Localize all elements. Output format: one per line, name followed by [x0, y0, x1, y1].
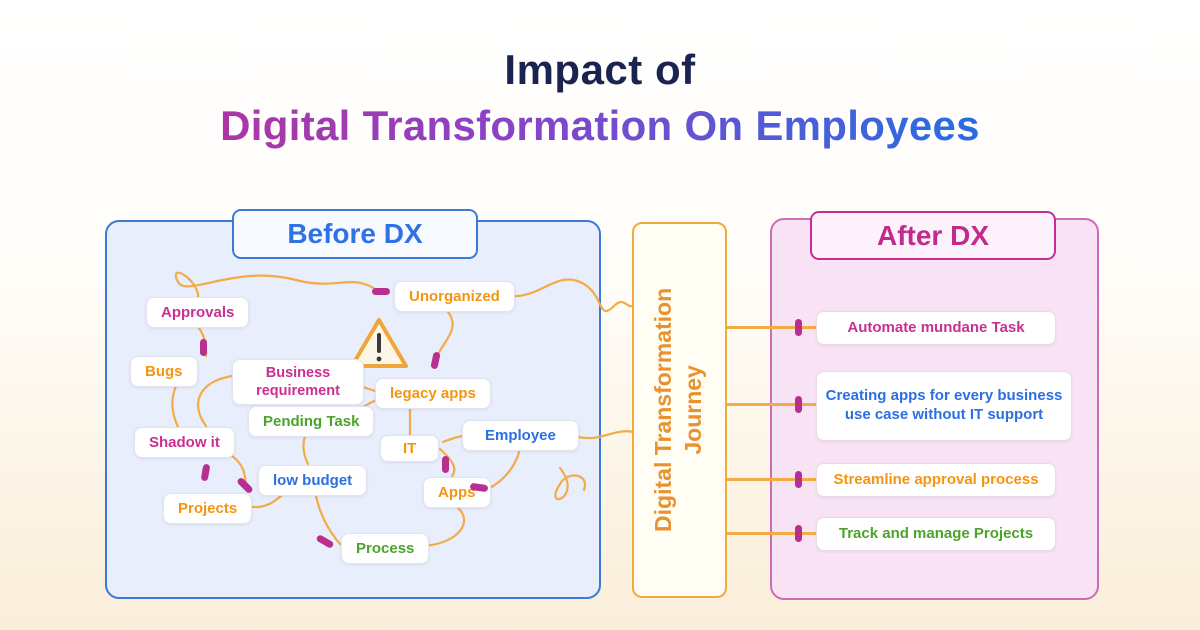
before-item-it: IT — [380, 435, 440, 462]
before-item-bugs: Bugs — [130, 356, 198, 387]
title-line-2: Digital Transformation On Employees — [0, 102, 1200, 150]
connector-line — [723, 478, 817, 481]
before-item-projects: Projects — [163, 493, 253, 524]
journey-bar-label: Digital Transformation Journey — [650, 288, 710, 532]
connector-line — [723, 326, 817, 329]
before-item-employee: Employee — [462, 420, 579, 451]
journey-bar: Digital Transformation Journey — [632, 222, 727, 598]
before-item-pending-task: Pending Task — [248, 406, 375, 437]
before-item-process: Process — [341, 533, 430, 564]
before-item-legacy-apps: legacy apps — [375, 378, 491, 409]
title-line-1: Impact of — [504, 46, 696, 93]
before-dx-header: Before DX — [232, 209, 478, 259]
before-item-low-budget: low budget — [258, 465, 368, 496]
dash-marker — [372, 288, 390, 295]
after-item-automate-task: Automate mundane Task — [816, 311, 1056, 345]
after-item-streamline-approval: Streamline approval process — [816, 463, 1056, 497]
connector-line — [723, 403, 817, 406]
after-dx-header: After DX — [810, 211, 1056, 260]
after-item-creating-apps: Creating apps for every business use cas… — [816, 371, 1072, 441]
dash-marker — [795, 525, 802, 542]
dash-marker — [442, 456, 449, 473]
after-item-track-projects: Track and manage Projects — [816, 517, 1056, 551]
journey-line-1: Digital Transformation — [650, 287, 677, 533]
before-item-approvals: Approvals — [146, 297, 250, 328]
connector-line — [723, 532, 817, 535]
before-item-apps: Apps — [423, 477, 491, 508]
before-item-shadow-it: Shadow it — [134, 427, 235, 458]
dash-marker — [795, 319, 802, 336]
journey-line-2: Journey — [680, 365, 707, 455]
before-item-business-requirement: Business requirement — [232, 359, 364, 406]
page-title: Impact of Digital Transformation On Empl… — [0, 46, 1200, 150]
dash-marker — [795, 471, 802, 488]
before-item-unorganized: Unorganized — [394, 281, 515, 312]
dash-marker — [200, 339, 207, 356]
dash-marker — [795, 396, 802, 413]
